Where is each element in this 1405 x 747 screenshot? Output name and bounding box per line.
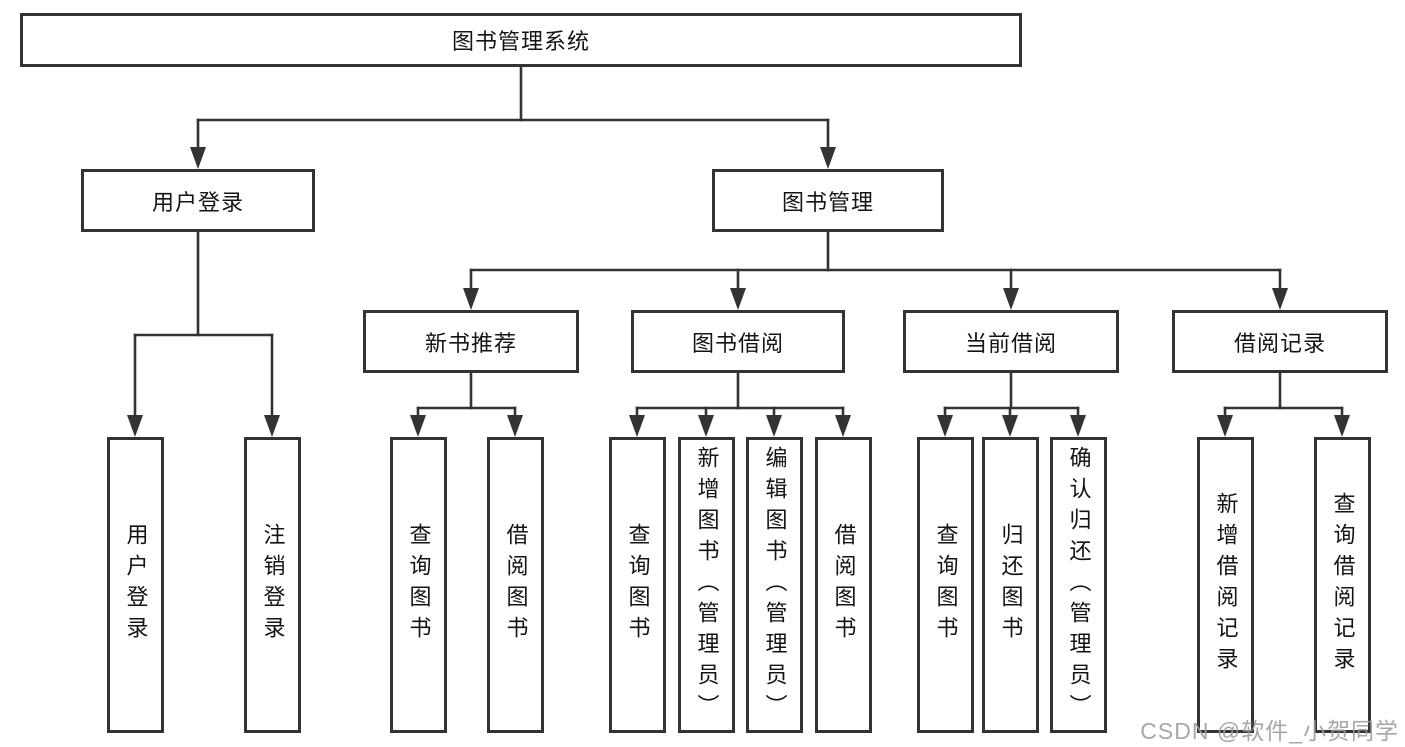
arrowhead [1217, 415, 1233, 437]
leaf-label: 确认归还（管理员） [1066, 445, 1092, 725]
arrowhead [1070, 415, 1086, 437]
arrowhead [820, 147, 836, 169]
leaf-label: 归还图书 [998, 523, 1024, 647]
node-label: 图书借阅 [691, 330, 784, 356]
leaf-logout: 注销登录 [244, 437, 301, 733]
leaf-label: 新增借阅记录 [1213, 492, 1239, 678]
node-label: 借阅记录 [1233, 330, 1326, 356]
leaf-borrow-books: 借阅图书 [815, 437, 872, 733]
node-label: 新书推荐 [424, 330, 517, 356]
leaf-label: 编辑图书（管理员） [762, 445, 788, 725]
arrowhead [190, 147, 206, 169]
arrowhead [463, 288, 479, 310]
leaf-label: 查询图书 [933, 523, 959, 647]
arrowhead [264, 415, 280, 437]
leaf-label: 借阅图书 [831, 523, 857, 647]
leaf-return-books: 归还图书 [982, 437, 1039, 733]
leaf-label: 用户登录 [123, 523, 149, 647]
arrowhead [1002, 415, 1018, 437]
node-new-book-recommend: 新书推荐 [363, 310, 579, 373]
arrowhead [730, 288, 746, 310]
node-label: 图书管理 [781, 189, 874, 215]
arrowhead [410, 415, 426, 437]
leaf-edit-books-admin: 编辑图书（管理员） [746, 437, 803, 733]
arrowhead [1334, 415, 1350, 437]
arrowhead [1003, 288, 1019, 310]
arrowheads [127, 147, 1350, 437]
leaf-query-borrow-record: 查询借阅记录 [1314, 437, 1371, 733]
leaf-label: 查询图书 [625, 523, 651, 647]
node-book-borrowing: 图书借阅 [631, 310, 845, 373]
arrowhead [507, 415, 523, 437]
arrowhead [629, 415, 645, 437]
leaf-add-books-admin: 新增图书（管理员） [678, 437, 735, 733]
leaf-label: 查询借阅记录 [1330, 492, 1356, 678]
leaf-user-login: 用户登录 [107, 437, 164, 733]
node-label: 当前借阅 [964, 330, 1057, 356]
arrowhead [698, 415, 714, 437]
leaf-label: 新增图书（管理员） [694, 445, 720, 725]
leaf-rec-query-books: 查询图书 [390, 437, 447, 733]
node-label: 图书管理系统 [451, 29, 590, 54]
node-label: 用户登录 [151, 189, 244, 215]
node-current-borrowing: 当前借阅 [903, 310, 1119, 373]
node-user-login: 用户登录 [81, 169, 315, 232]
arrowhead [937, 415, 953, 437]
node-root-library-system: 图书管理系统 [20, 13, 1022, 67]
leaf-label: 查询图书 [406, 523, 432, 647]
leaf-add-borrow-record: 新增借阅记录 [1197, 437, 1254, 733]
node-borrowing-records: 借阅记录 [1172, 310, 1388, 373]
leaf-current-query-books: 查询图书 [917, 437, 974, 733]
leaf-rec-borrow-books: 借阅图书 [487, 437, 544, 733]
leaf-label: 注销登录 [260, 523, 286, 647]
arrowhead [835, 415, 851, 437]
arrowhead [766, 415, 782, 437]
leaf-label: 借阅图书 [503, 523, 529, 647]
arrowhead [127, 415, 143, 437]
leaf-borrow-query-books: 查询图书 [609, 437, 666, 733]
leaf-confirm-return-admin: 确认归还（管理员） [1050, 437, 1107, 733]
csdn-watermark: CSDN @软件_小贺同学 [1140, 718, 1399, 744]
arrowhead [1272, 288, 1288, 310]
node-book-management: 图书管理 [712, 169, 944, 232]
